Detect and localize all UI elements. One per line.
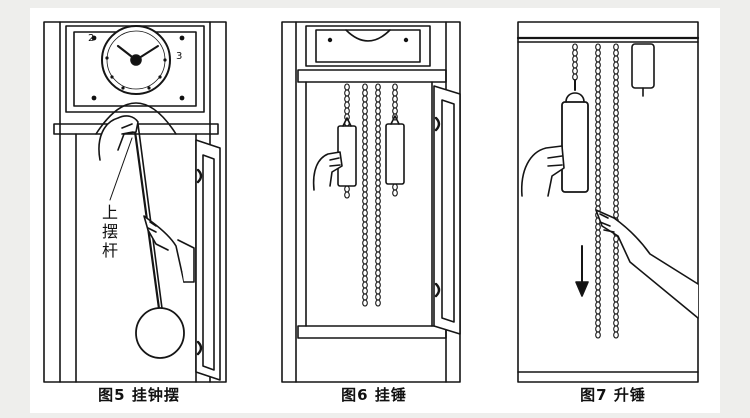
fig5-leader-line <box>109 137 133 201</box>
fig5-caption: 图5 挂钟摆 <box>98 386 180 404</box>
fig7-chain-right <box>613 43 619 339</box>
fig6-weight-right <box>385 123 405 185</box>
fig6-chain-right-top <box>392 83 398 121</box>
fig6-chains <box>344 83 398 307</box>
fig5-hinges <box>196 168 203 356</box>
fig6-top-shelf <box>297 69 447 83</box>
upper-rod-label: 上摆杆 <box>101 203 118 260</box>
fig6-hood-dots <box>327 37 409 43</box>
fig6-bottom-shelf <box>297 325 447 339</box>
figure-7-raise-weights <box>516 21 700 383</box>
fig7-frame <box>517 21 699 383</box>
fig6-hand <box>312 151 343 191</box>
pendulum-bob <box>135 307 185 359</box>
fig5-lower-hand <box>143 215 185 283</box>
fig5-arch <box>95 102 177 135</box>
dial-marks <box>91 35 185 101</box>
dial-numeral-right: 3 <box>176 51 183 62</box>
fig7-left-hand <box>521 145 565 197</box>
dial-center <box>130 54 142 66</box>
fig6-hinges <box>434 116 441 298</box>
fig7-chain-weight <box>572 43 578 81</box>
fig6-chain-mid-1 <box>362 83 368 307</box>
dial-numeral-left: 2 <box>88 33 95 44</box>
figure-6-hang-weights <box>281 21 461 383</box>
fig7-caption: 图7 升锤 <box>580 386 646 404</box>
figure-5-hang-pendulum <box>43 21 227 383</box>
fig7-weight-lower <box>561 101 589 193</box>
fig7-arrow-head <box>575 281 589 297</box>
fig7-chains <box>572 43 619 339</box>
fig7-chain-mid <box>595 43 601 339</box>
fig6-chain-mid-2 <box>375 83 381 307</box>
fig6-hood <box>305 25 431 67</box>
fig5-upper-hand <box>98 115 139 161</box>
fig7-weight-upper <box>631 43 655 89</box>
fig6-caption: 图6 挂锤 <box>341 386 407 404</box>
fig6-dial-edge <box>345 29 391 42</box>
fig7-right-hand <box>595 209 699 319</box>
